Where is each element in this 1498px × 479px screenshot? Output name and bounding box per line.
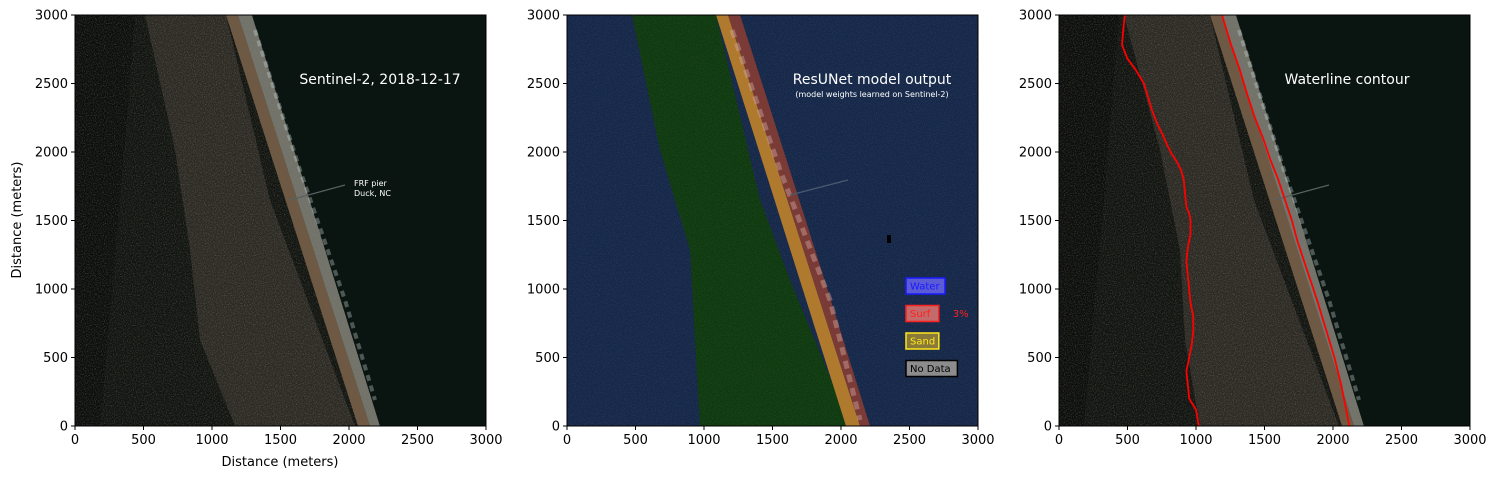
x-tick-label: 1000 xyxy=(687,433,720,448)
y-tick-label: 1500 xyxy=(1019,214,1052,229)
x-tick-label: 1500 xyxy=(756,433,789,448)
legend-label: No Data xyxy=(910,364,951,375)
y-tick-label: 3000 xyxy=(527,9,560,24)
y-tick-label: 500 xyxy=(535,351,560,366)
x-tick-label: 1500 xyxy=(264,433,297,448)
x-tick-label: 3000 xyxy=(1453,433,1486,448)
satellite-image-3 xyxy=(1059,15,1470,426)
y-axis-ticks-2: 0 500 1000 1500 2000 2500 3000 xyxy=(527,9,567,435)
x-tick-label: 1500 xyxy=(1248,433,1281,448)
x-axis-ticks-1: 0 500 1000 1500 2000 2500 3000 xyxy=(71,426,503,448)
legend-percentage: 3% xyxy=(953,309,969,320)
y-tick-label: 2500 xyxy=(35,77,68,92)
legend-swatch-surf xyxy=(905,304,940,323)
legend-label: Sand xyxy=(910,337,935,348)
pier-annotation-line2: Duck, NC xyxy=(354,189,391,198)
x-tick-label: 500 xyxy=(1115,433,1140,448)
legend-label: Water xyxy=(910,282,940,293)
x-tick-label: 0 xyxy=(563,433,571,448)
x-tick-label: 1000 xyxy=(195,433,228,448)
segmentation-image xyxy=(567,15,978,426)
x-axis-label: Distance (meters) xyxy=(222,455,339,470)
waterline-contour-line xyxy=(1121,15,1200,426)
y-tick-label: 3000 xyxy=(35,9,68,24)
x-tick-label: 2000 xyxy=(332,433,365,448)
panel-waterline: Waterline contour 0 500 1000 1500 2000 2500 30… xyxy=(1019,9,1487,449)
panel-sentinel: Sentinel-2, 2018-12-17 FRF pier Duck, NC… xyxy=(10,9,503,471)
panel-1-title: Sentinel-2, 2018-12-17 xyxy=(299,72,460,88)
panel-2-title: ResUNet model output xyxy=(793,72,952,88)
y-tick-label: 2000 xyxy=(35,146,68,161)
x-axis-ticks-2: 0 500 1000 1500 2000 2500 3000 xyxy=(563,426,995,448)
y-tick-label: 1500 xyxy=(527,214,560,229)
x-tick-label: 2500 xyxy=(893,433,926,448)
y-tick-label: 3000 xyxy=(1019,9,1052,24)
legend-swatch-water xyxy=(905,277,946,295)
panel-resunet: ResUNet model output (model weights lear… xyxy=(527,9,995,449)
y-tick-label: 1500 xyxy=(35,214,68,229)
x-tick-label: 2000 xyxy=(1316,433,1349,448)
y-tick-label: 0 xyxy=(1044,420,1052,435)
y-tick-label: 1000 xyxy=(35,283,68,298)
waterline-contours xyxy=(1121,15,1351,426)
x-tick-label: 500 xyxy=(623,433,648,448)
legend-label: Surf xyxy=(910,309,931,320)
y-tick-label: 1000 xyxy=(527,283,560,298)
y-axis-ticks-3: 0 500 1000 1500 2000 2500 3000 xyxy=(1019,9,1059,435)
y-tick-label: 0 xyxy=(552,420,560,435)
satellite-image-1 xyxy=(75,15,486,426)
x-tick-label: 2500 xyxy=(401,433,434,448)
y-tick-label: 2500 xyxy=(1019,77,1052,92)
legend-swatch-no-data xyxy=(905,359,959,378)
y-tick-label: 500 xyxy=(43,351,68,366)
x-tick-label: 3000 xyxy=(961,433,994,448)
x-tick-label: 2000 xyxy=(824,433,857,448)
y-tick-label: 2000 xyxy=(1019,146,1052,161)
waterline-contour-line xyxy=(1221,15,1351,426)
x-tick-label: 0 xyxy=(71,433,79,448)
x-tick-label: 1000 xyxy=(1179,433,1212,448)
x-tick-label: 3000 xyxy=(469,433,502,448)
y-tick-label: 2000 xyxy=(527,146,560,161)
x-tick-label: 500 xyxy=(131,433,156,448)
legend-swatch-sand xyxy=(905,332,940,350)
panel-3-title: Waterline contour xyxy=(1285,72,1410,88)
y-tick-label: 2500 xyxy=(527,77,560,92)
y-axis-ticks-1: 0 500 1000 1500 2000 2500 3000 xyxy=(35,9,75,435)
x-axis-ticks-3: 0 500 1000 1500 2000 2500 3000 xyxy=(1055,426,1487,448)
y-tick-label: 1000 xyxy=(1019,283,1052,298)
x-tick-label: 2500 xyxy=(1385,433,1418,448)
y-axis-label: Distance (meters) xyxy=(10,162,25,279)
x-tick-label: 0 xyxy=(1055,433,1063,448)
y-tick-label: 500 xyxy=(1027,351,1052,366)
pier-annotation-line1: FRF pier xyxy=(354,179,388,188)
y-tick-label: 0 xyxy=(60,420,68,435)
panel-2-subtitle: (model weights learned on Sentinel-2) xyxy=(795,90,948,99)
